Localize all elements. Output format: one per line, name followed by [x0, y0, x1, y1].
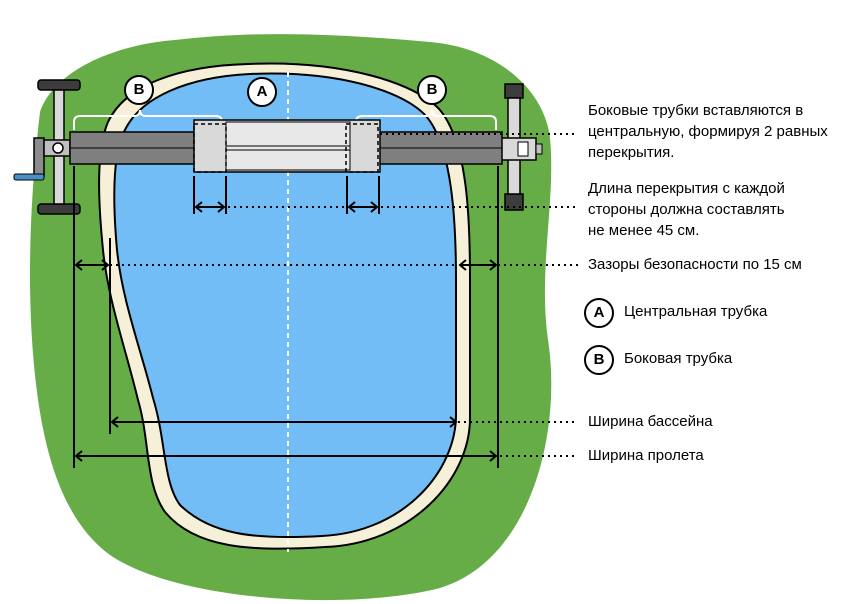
- left-reel-stand: [13, 79, 81, 215]
- note-safety-gap: Зазоры безопасности по 15 см: [588, 256, 802, 273]
- overlap-zone-right: [345, 123, 379, 173]
- bracket-side-left: [73, 109, 223, 130]
- safety-gap-right: [458, 259, 498, 271]
- marker-side-tube-left: B: [124, 75, 154, 105]
- right-reel-stand: [499, 83, 543, 211]
- overlap-dimension-right: [346, 176, 380, 214]
- bracket-side-right: [355, 109, 497, 130]
- overlap-zone-left: [193, 123, 227, 173]
- note-span-width: Ширина пролета: [588, 447, 704, 464]
- legend-badge-b: B: [584, 345, 614, 375]
- leader-lines: [228, 133, 578, 457]
- marker-side-tube-right: B: [417, 75, 447, 105]
- safety-gap-left: [74, 259, 110, 271]
- span-width-arrow: [74, 450, 498, 462]
- legend-badge-a: A: [584, 298, 614, 328]
- overlap-dimension-left: [193, 176, 227, 214]
- note-overlap-insert: Боковые трубки вставляются в центральную…: [588, 102, 828, 161]
- legend-label-a: Центральная трубка: [624, 303, 768, 320]
- note-pool-width: Ширина бассейна: [588, 413, 713, 430]
- pool-width-arrow: [110, 416, 458, 428]
- legend-label-b: Боковая трубка: [624, 350, 733, 367]
- note-overlap-length: Длина перекрытия с каждой стороны должна…: [588, 180, 785, 239]
- marker-center-tube: A: [247, 77, 277, 107]
- center-tube: [193, 119, 381, 173]
